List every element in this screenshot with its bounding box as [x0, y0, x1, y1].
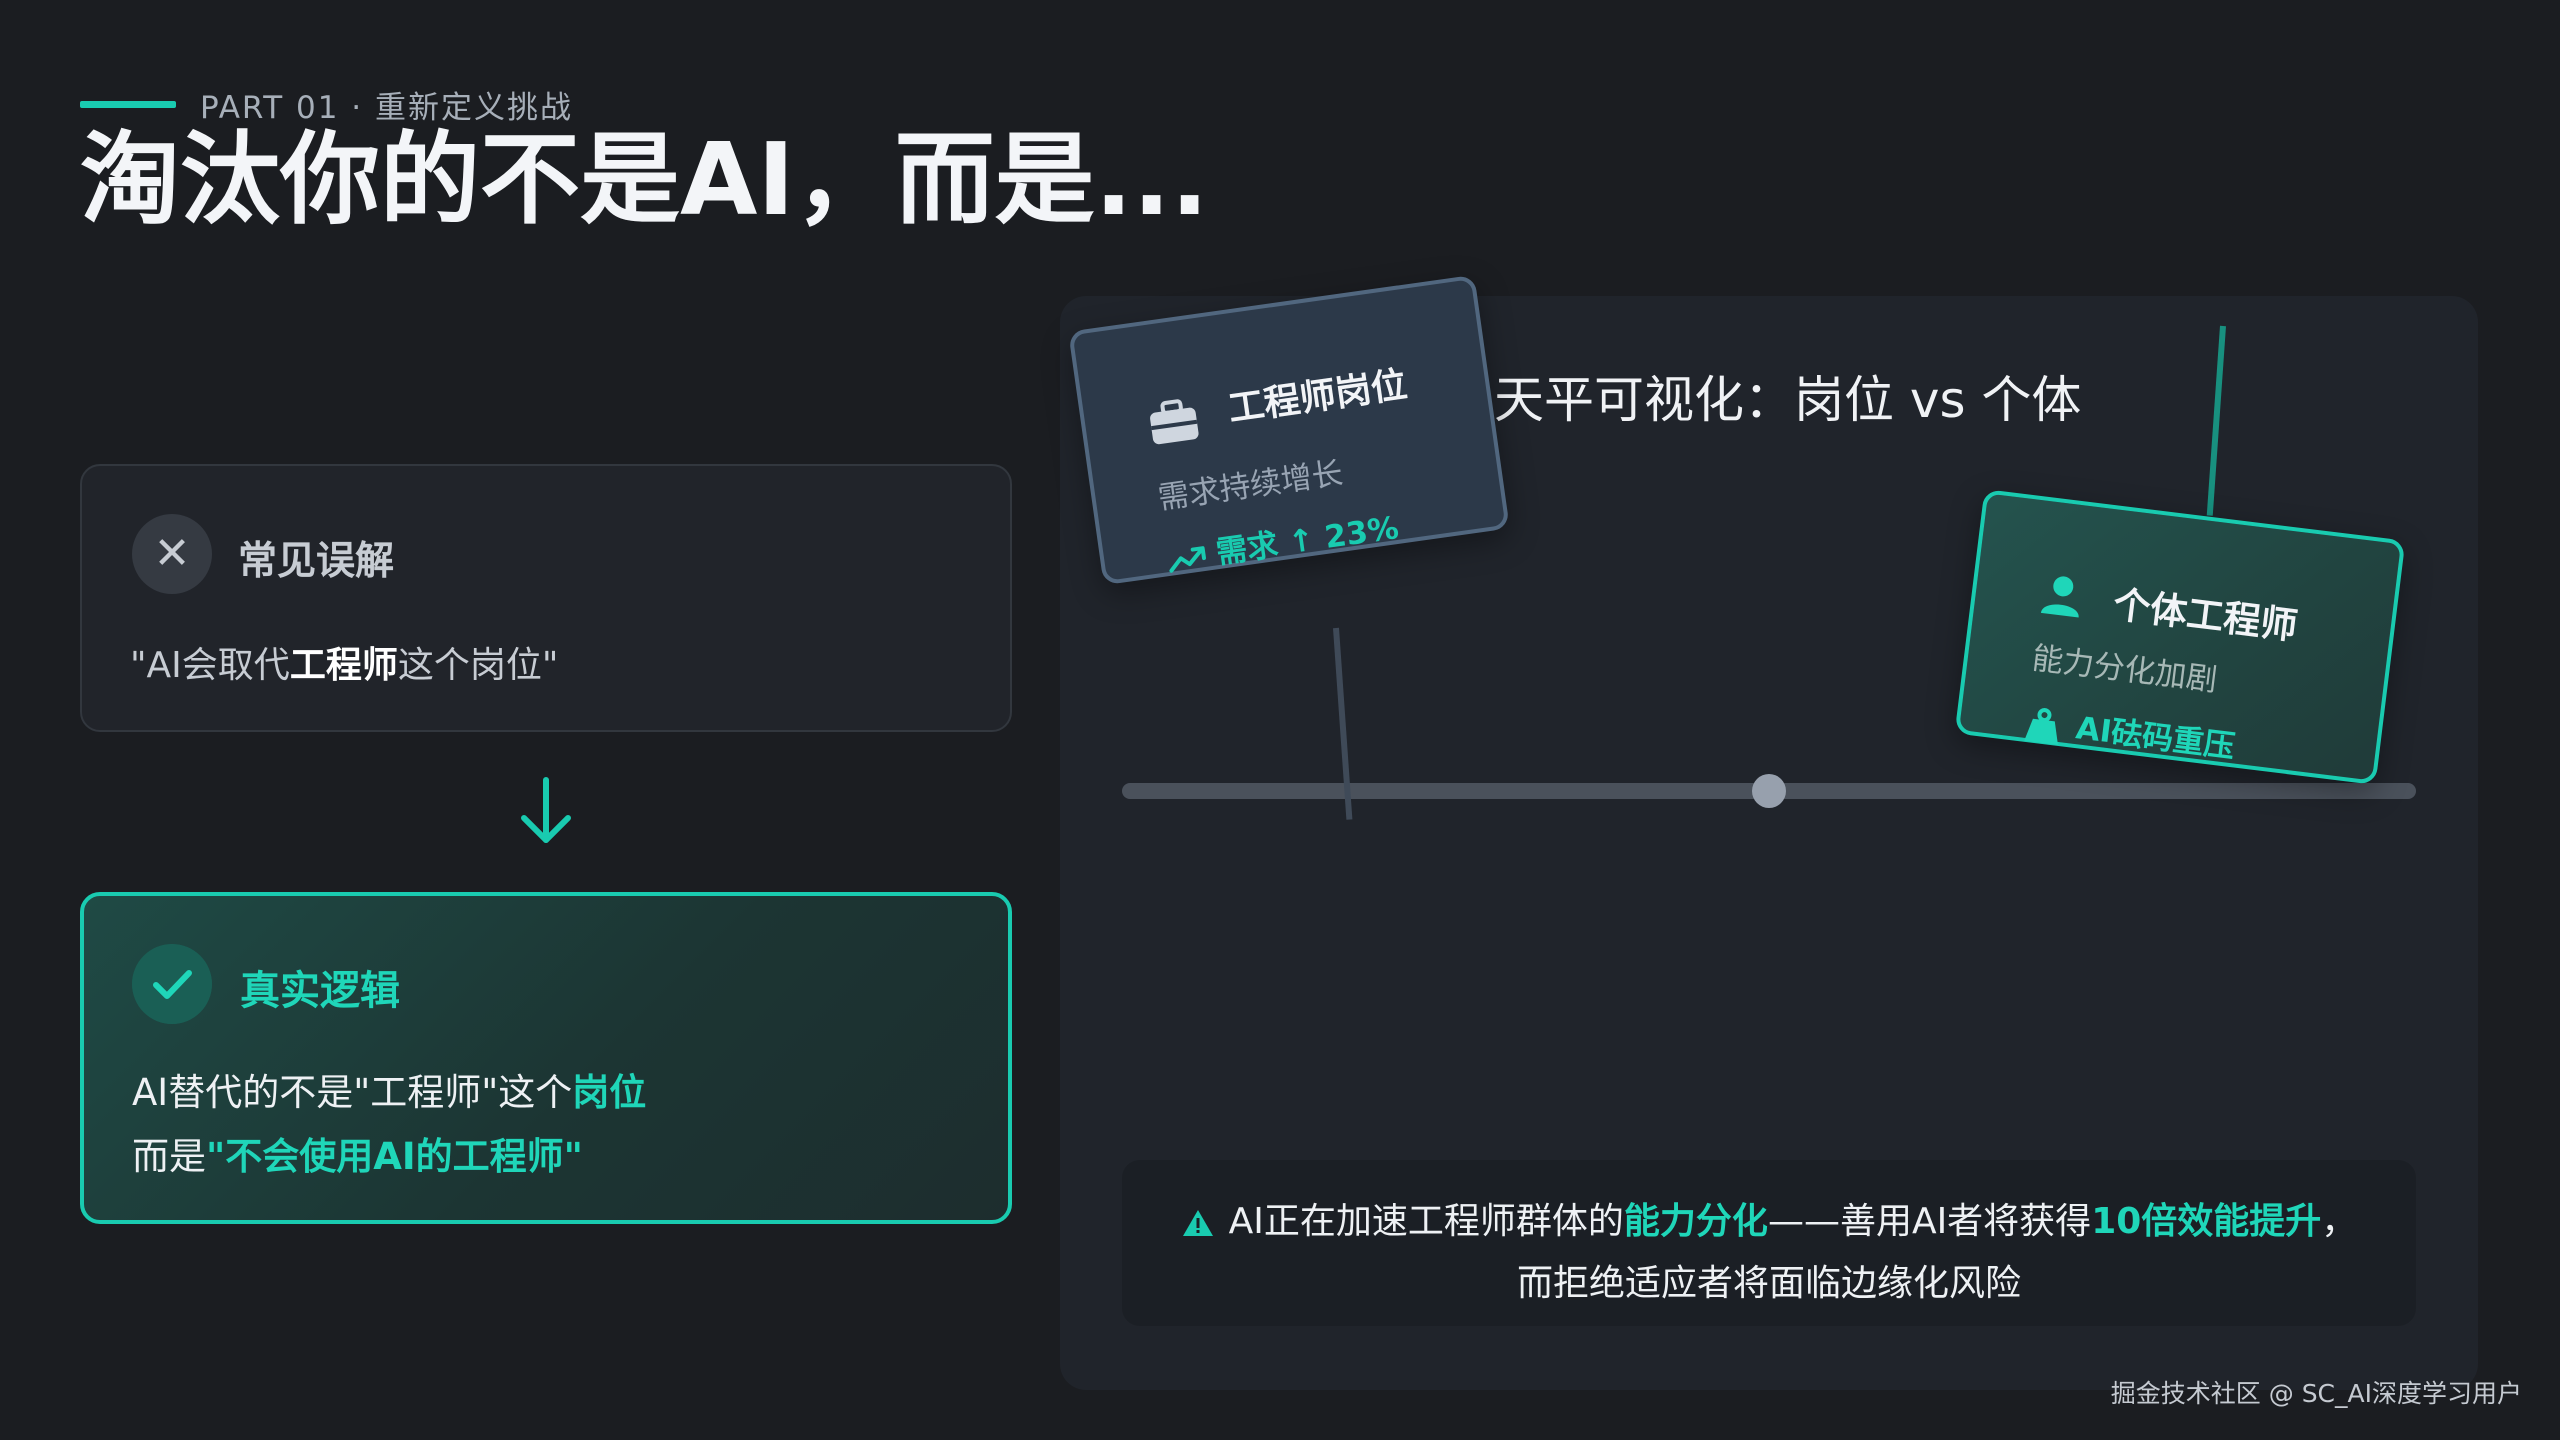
- quote-prefix: "AI会取代: [130, 645, 290, 686]
- close-icon: ✕: [132, 514, 212, 594]
- truth-line-2-highlight: "不会使用AI的工程师": [206, 1135, 583, 1178]
- check-icon: [132, 944, 212, 1024]
- insight-line-1: AI正在加速工程师群体的能力分化——善用AI者将获得10倍效能提升，: [1122, 1192, 2416, 1244]
- truth-line-1-text: AI替代的不是"工程师"这个: [132, 1071, 573, 1114]
- insight-line-2: 而拒绝适应者将面临边缘化风险: [1516, 1263, 2021, 1304]
- insight-highlight-1: 能力分化: [1623, 1201, 1768, 1242]
- individual-card-weight: AI砝码重压: [2022, 696, 2238, 768]
- job-card-subtitle: 需求持续增长: [1155, 455, 1346, 517]
- page-title: 淘汰你的不是AI，而是...: [80, 121, 1209, 238]
- visualization-title: 天平可视化：岗位 vs 个体: [1494, 371, 2082, 429]
- header-accent-line: [80, 101, 176, 108]
- insight-text-1: AI正在加速工程师群体的: [1228, 1201, 1624, 1242]
- weight-icon: [2024, 707, 2058, 745]
- truth-title: 真实逻辑: [240, 968, 400, 1014]
- insight-highlight-2: 10倍效能提升: [2091, 1201, 2322, 1242]
- individual-card-subtitle: 能力分化加剧: [2030, 640, 2220, 699]
- quote-bold: 工程师: [289, 645, 398, 686]
- job-position-card: 工程师岗位 需求持续增长 需求 ↑ 23%: [1068, 274, 1510, 586]
- insight-box: AI正在加速工程师群体的能力分化——善用AI者将获得10倍效能提升， 而拒绝适应…: [1122, 1160, 2416, 1326]
- warning-icon: [1182, 1210, 1213, 1236]
- trending-up-icon: [1169, 545, 1206, 573]
- truth-line-2-text: 而是: [132, 1135, 206, 1178]
- arrow-down-icon: [521, 777, 571, 843]
- individual-engineer-card: 个体工程师 能力分化加剧 AI砝码重压: [1954, 489, 2406, 785]
- insight-text-2: ——善用AI者将获得: [1767, 1201, 2092, 1242]
- watermark: 掘金技术社区 @ SC_AI深度学习用户: [2110, 1379, 2522, 1408]
- section-kicker: PART 01 · 重新定义挑战: [200, 90, 573, 126]
- quote-suffix: 这个岗位": [397, 645, 559, 686]
- user-icon: [2040, 576, 2079, 618]
- individual-card-title: 个体工程师: [2110, 582, 2300, 649]
- job-card-title: 工程师岗位: [1225, 364, 1410, 431]
- truth-line-1-highlight: 岗位: [572, 1071, 647, 1114]
- job-card-stat: 需求 ↑ 23%: [1163, 502, 1401, 579]
- truth-line-1: AI替代的不是"工程师"这个岗位: [132, 1062, 646, 1116]
- truth-card: 真实逻辑 AI替代的不是"工程师"这个岗位 而是"不会使用AI的工程师": [80, 892, 1012, 1224]
- misconception-card: ✕ 常见误解 "AI会取代工程师这个岗位": [80, 464, 1012, 732]
- truth-line-2: 而是"不会使用AI的工程师": [132, 1126, 583, 1180]
- misconception-quote: "AI会取代工程师这个岗位": [130, 636, 558, 688]
- insight-text-3: ，: [2321, 1201, 2358, 1242]
- balance-pivot: [1752, 774, 1786, 808]
- briefcase-icon: [1150, 399, 1199, 445]
- misconception-title: 常见误解: [238, 539, 395, 584]
